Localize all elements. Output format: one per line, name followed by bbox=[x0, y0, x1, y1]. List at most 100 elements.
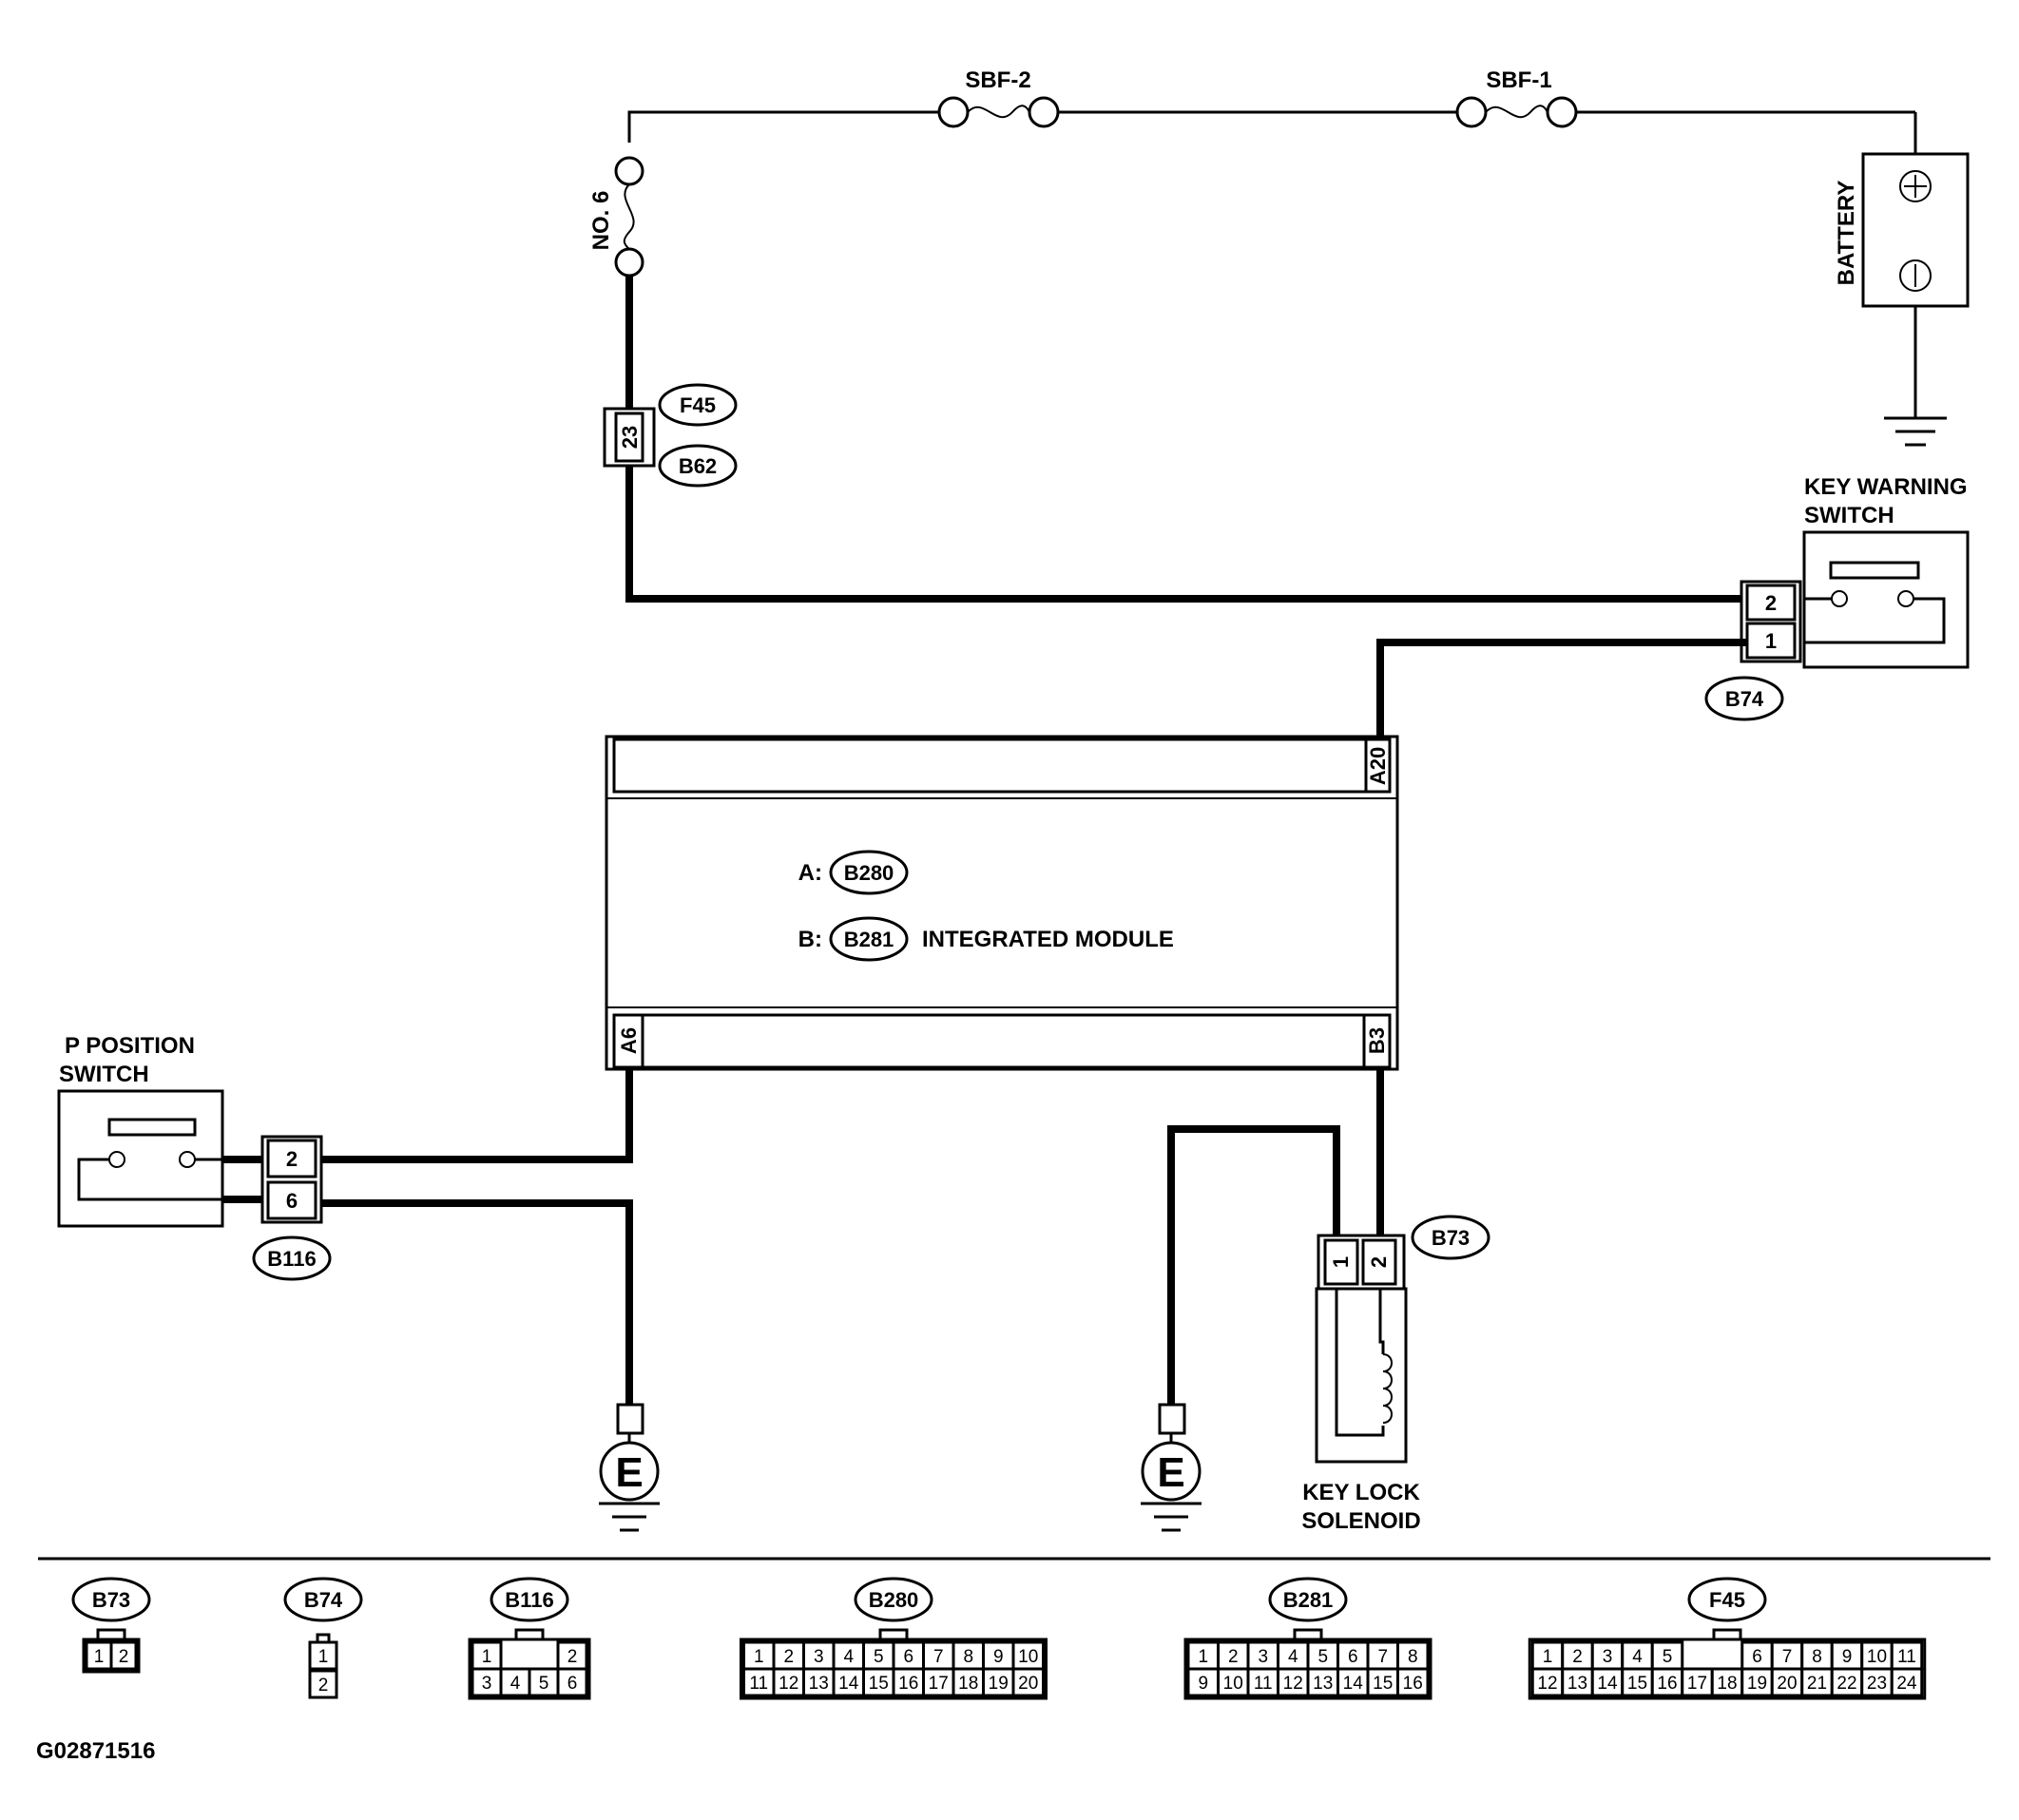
fuse-sbf1: SBF-1 bbox=[1455, 67, 1578, 128]
legend-f45-pin: 7 bbox=[1782, 1647, 1793, 1667]
legend-f45-pin: 21 bbox=[1807, 1674, 1827, 1694]
wire-b116-a6 bbox=[321, 1069, 633, 1163]
legend-f45-pin: 16 bbox=[1657, 1674, 1677, 1694]
ground-1-label: E bbox=[615, 1449, 643, 1496]
legend-b280-title: B280 bbox=[869, 1588, 919, 1612]
legend-f45-pin: 2 bbox=[1572, 1647, 1583, 1667]
key-warning-switch-label-2: SWITCH bbox=[1804, 503, 1894, 528]
legend-b116-pin: 1 bbox=[482, 1647, 492, 1667]
b73-pin-2: 2 bbox=[1367, 1256, 1391, 1268]
legend-f45-pin: 11 bbox=[1897, 1647, 1916, 1667]
legend-b73-pin: 1 bbox=[94, 1647, 105, 1667]
legend-b281-pin: 4 bbox=[1288, 1647, 1298, 1667]
legend-f45-pin: 23 bbox=[1867, 1674, 1887, 1694]
ground-1: E bbox=[599, 1403, 660, 1532]
legend-b280-pin: 15 bbox=[869, 1674, 889, 1694]
b62-badge: B62 bbox=[679, 454, 717, 478]
legend-b281-pin: 5 bbox=[1317, 1647, 1328, 1667]
legend-b116-pin: 2 bbox=[567, 1647, 578, 1667]
legend-b281-pin: 7 bbox=[1377, 1647, 1388, 1667]
f45-pin-23: 23 bbox=[618, 426, 642, 449]
legend-f45-pin: 15 bbox=[1627, 1674, 1647, 1694]
legend-b281-pin: 13 bbox=[1313, 1674, 1333, 1694]
ground-2: E bbox=[1141, 1403, 1202, 1532]
legend-b280-pin: 14 bbox=[838, 1674, 859, 1694]
legend-b280-pin: 18 bbox=[958, 1674, 978, 1694]
b73-badge: B73 bbox=[1432, 1226, 1470, 1250]
legend-f45-pin: 18 bbox=[1717, 1674, 1737, 1694]
legend-f45-pin: 12 bbox=[1537, 1674, 1557, 1694]
legend-b281-pin: 1 bbox=[1198, 1647, 1208, 1667]
legend-b74-pin: 1 bbox=[318, 1647, 329, 1667]
legend-b281-pin: 10 bbox=[1223, 1674, 1243, 1694]
legend-b116-title: B116 bbox=[505, 1588, 553, 1612]
b74-pin-1: 1 bbox=[1765, 629, 1777, 653]
legend-b73-pin: 2 bbox=[119, 1647, 129, 1667]
key-lock-solenoid-label-2: SOLENOID bbox=[1301, 1508, 1420, 1534]
legend-b74-pin: 2 bbox=[318, 1676, 329, 1695]
ground-2-label: E bbox=[1157, 1449, 1184, 1496]
figure-id: G02871516 bbox=[36, 1738, 155, 1764]
legend-b281-title: B281 bbox=[1283, 1588, 1334, 1612]
legend-b280-pin: 11 bbox=[749, 1674, 768, 1694]
fuse-no6-label: NO. 6 bbox=[588, 191, 614, 251]
fuse-sbf1-label: SBF-1 bbox=[1486, 67, 1551, 93]
module-b-prefix: B: bbox=[798, 927, 822, 952]
b116-badge: B116 bbox=[267, 1247, 316, 1271]
legend-f45-pin: 22 bbox=[1836, 1674, 1856, 1694]
supply-wire bbox=[627, 110, 1917, 154]
legend-b280-pin: 17 bbox=[929, 1674, 949, 1694]
legend-f45-pin: 8 bbox=[1812, 1647, 1822, 1667]
key-warning-switch-label-1: KEY WARNING bbox=[1804, 474, 1968, 500]
legend-f45-pin: 4 bbox=[1632, 1647, 1643, 1667]
legend-f45-pin: 20 bbox=[1777, 1674, 1797, 1694]
legend-f45-pin: 19 bbox=[1747, 1674, 1767, 1694]
legend-b281-pin: 12 bbox=[1283, 1674, 1303, 1694]
legend-b280-pin: 19 bbox=[989, 1674, 1009, 1694]
legend-b280-pin: 2 bbox=[783, 1647, 794, 1667]
legend-b280-pin: 9 bbox=[993, 1647, 1004, 1667]
legend-b116-pin: 4 bbox=[510, 1674, 521, 1694]
pin-b3: B3 bbox=[1365, 1027, 1389, 1054]
fuse-no6: NO. 6 bbox=[588, 156, 644, 278]
legend-b281-pin: 15 bbox=[1373, 1674, 1393, 1694]
legend-b281-pin: 9 bbox=[1198, 1674, 1208, 1694]
legend-b280-pin: 8 bbox=[963, 1647, 973, 1667]
module-a-badge: B280 bbox=[844, 861, 894, 885]
legend-b280-pin: 10 bbox=[1018, 1647, 1038, 1667]
legend-f45-pin: 9 bbox=[1842, 1647, 1853, 1667]
legend-b116-pin: 3 bbox=[482, 1674, 492, 1694]
legend-f45-title: F45 bbox=[1709, 1588, 1745, 1612]
p-position-switch-label-2: SWITCH bbox=[59, 1062, 149, 1087]
legend-b280-pin: 6 bbox=[903, 1647, 913, 1667]
b73-pin-1: 1 bbox=[1329, 1256, 1353, 1268]
p-position-switch-label-1: P POSITION bbox=[65, 1033, 195, 1059]
key-lock-solenoid-label-1: KEY LOCK bbox=[1302, 1480, 1420, 1505]
battery-label: BATTERY bbox=[1834, 181, 1859, 286]
legend-b281-pin: 8 bbox=[1408, 1647, 1418, 1667]
module-b-badge: B281 bbox=[844, 928, 894, 951]
legend-b280-pin: 20 bbox=[1018, 1674, 1038, 1694]
p-position-switch: P POSITION SWITCH 2 6 B116 bbox=[57, 1033, 332, 1281]
legend-f45-pin: 14 bbox=[1597, 1674, 1618, 1694]
b116-pin-2: 2 bbox=[286, 1147, 298, 1171]
legend-b280-pin: 7 bbox=[933, 1647, 944, 1667]
legend-b280-pin: 12 bbox=[779, 1674, 798, 1694]
legend-b280-pin: 5 bbox=[874, 1647, 884, 1667]
legend-b280-pin: 4 bbox=[843, 1647, 854, 1667]
key-warning-switch: KEY WARNING SWITCH 2 1 B74 bbox=[1704, 474, 1970, 721]
legend-f45-pin: 24 bbox=[1896, 1674, 1917, 1694]
legend-b74: B74 1 2 bbox=[283, 1577, 363, 1699]
legend-f45-pin: 5 bbox=[1663, 1647, 1673, 1667]
legend-b280-pin: 3 bbox=[814, 1647, 824, 1667]
b116-pin-6: 6 bbox=[286, 1189, 298, 1213]
module-name: INTEGRATED MODULE bbox=[922, 927, 1174, 952]
legend-f45-pin: 1 bbox=[1543, 1647, 1553, 1667]
legend-b281-pin: 2 bbox=[1228, 1647, 1239, 1667]
legend-b74-title: B74 bbox=[304, 1588, 343, 1612]
